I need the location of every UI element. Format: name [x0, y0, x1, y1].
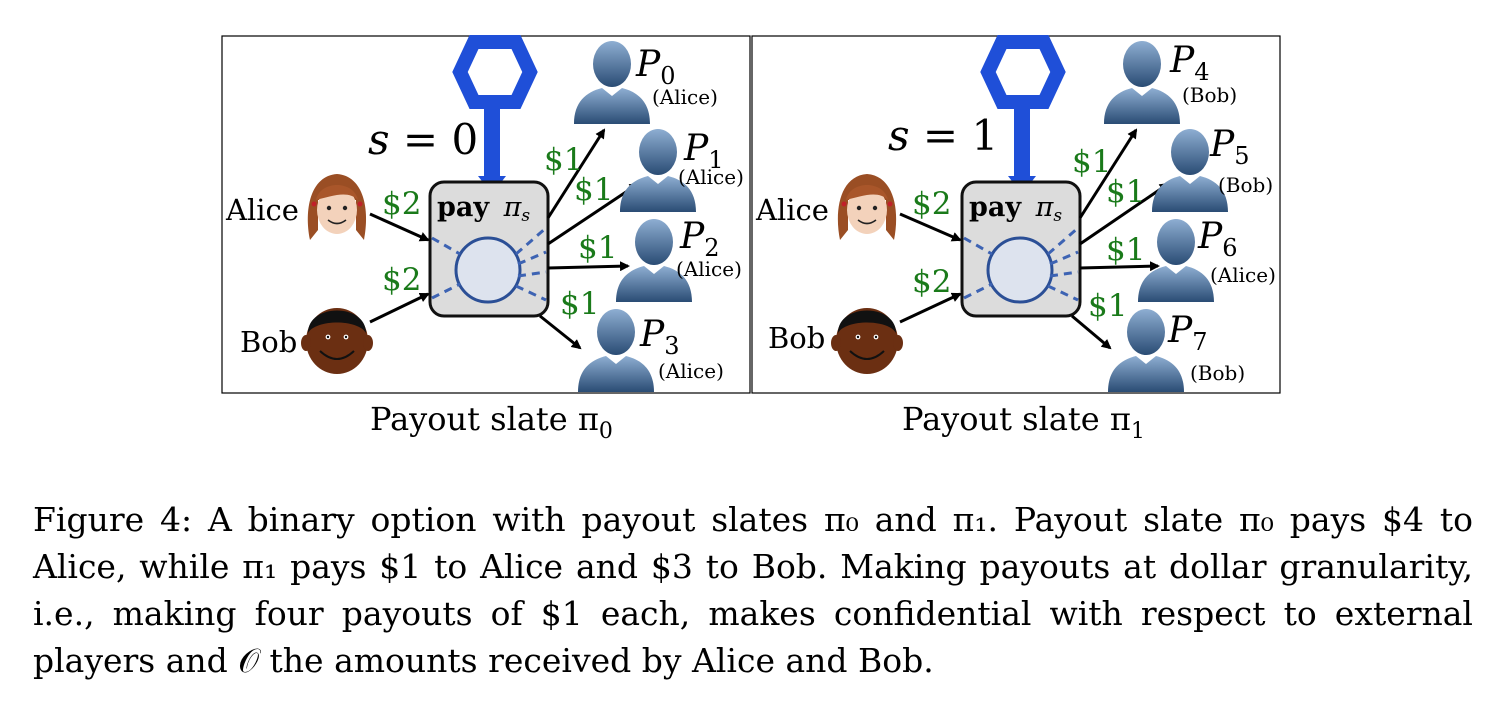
bob-label: Bob [768, 321, 825, 355]
alice-label: Alice [225, 193, 299, 227]
slate-label-1: Payout slate π1 [902, 400, 1145, 444]
dash-lines [431, 226, 547, 302]
pool-circle [454, 236, 522, 304]
party-owner-4: (Bob) [1182, 83, 1237, 107]
payout-amount-2: $1 [1106, 232, 1145, 268]
payout-amount-0: $1 [544, 142, 583, 178]
bob-arrow [899, 292, 962, 324]
party-label-4: P4 [1169, 40, 1210, 86]
pool-circle [986, 236, 1054, 304]
payout-amount-1: $1 [574, 172, 613, 208]
payout-arrow-3 [539, 314, 582, 350]
party-owner-7: (Bob) [1190, 361, 1245, 385]
party-owner-0: (Alice) [652, 85, 718, 109]
bob-arrow [369, 292, 430, 324]
party-owner-1: (Alice) [678, 165, 744, 189]
party-label-6: P6 [1197, 216, 1238, 262]
payout-arrow-2 [1079, 261, 1160, 272]
slate-label-0: Payout slate π0 [370, 400, 613, 444]
party-owner-3: (Alice) [658, 359, 724, 383]
payout-amount-0: $1 [1072, 144, 1111, 180]
figure-4: s = 0 pay πs Alice Bob [221, 35, 1281, 444]
payout-arrow-3 [1071, 314, 1112, 350]
bob-deposit: $2 [382, 262, 421, 298]
pay-box-label: pay πs [969, 192, 1062, 226]
payout-arrow-2 [547, 261, 630, 272]
alice-arrow [369, 212, 430, 242]
party-label-1: P1 [683, 128, 724, 174]
payout-arrow-1 [547, 182, 640, 246]
payout-amount-1: $1 [1106, 174, 1145, 210]
payout-arrow-0 [546, 128, 606, 219]
alice-label: Alice [755, 193, 829, 227]
state-label: s = 0 [368, 115, 478, 164]
party-owner-2: (Alice) [676, 257, 742, 281]
party-label-2: P2 [679, 216, 720, 262]
alice-deposit: $2 [382, 186, 421, 222]
dash-lines [963, 226, 1079, 302]
party-label-0: P0 [635, 44, 676, 90]
figure-caption: Figure 4: A binary option with payout sl… [33, 496, 1473, 684]
party-owner-5: (Bob) [1218, 173, 1273, 197]
payout-amount-3: $1 [560, 286, 599, 322]
bob-label: Bob [240, 325, 297, 359]
caption-line-3: i.e., making four payouts of $1 each, ma… [33, 594, 1473, 633]
party-owner-6: (Alice) [1210, 263, 1276, 287]
payout-arrow-1 [1079, 182, 1170, 246]
party-label-5: P5 [1209, 124, 1250, 170]
panel-pi0: s = 0 pay πs Alice Bob [221, 35, 751, 444]
bob-deposit: $2 [912, 264, 951, 300]
party-label-7: P7 [1167, 310, 1208, 356]
payout-arrow-0 [1078, 128, 1138, 219]
caption-line-2: Alice, while π₁ pays $1 to Alice and $3 … [33, 547, 1473, 586]
pay-box-label: pay πs [437, 192, 530, 226]
caption-line-1: Figure 4: A binary option with payout sl… [33, 500, 1473, 539]
panel-pi1: s = 1 pay πs Alice Bob $2 [751, 35, 1281, 444]
party-label-3: P3 [639, 314, 680, 360]
payout-amount-3: $1 [1088, 288, 1127, 324]
payout-amount-2: $1 [578, 230, 617, 266]
alice-deposit: $2 [912, 186, 951, 222]
state-label: s = 1 [888, 111, 998, 160]
caption-line-4: players and 𝒪 the amounts received by Al… [33, 641, 934, 680]
alice-arrow [899, 212, 962, 242]
